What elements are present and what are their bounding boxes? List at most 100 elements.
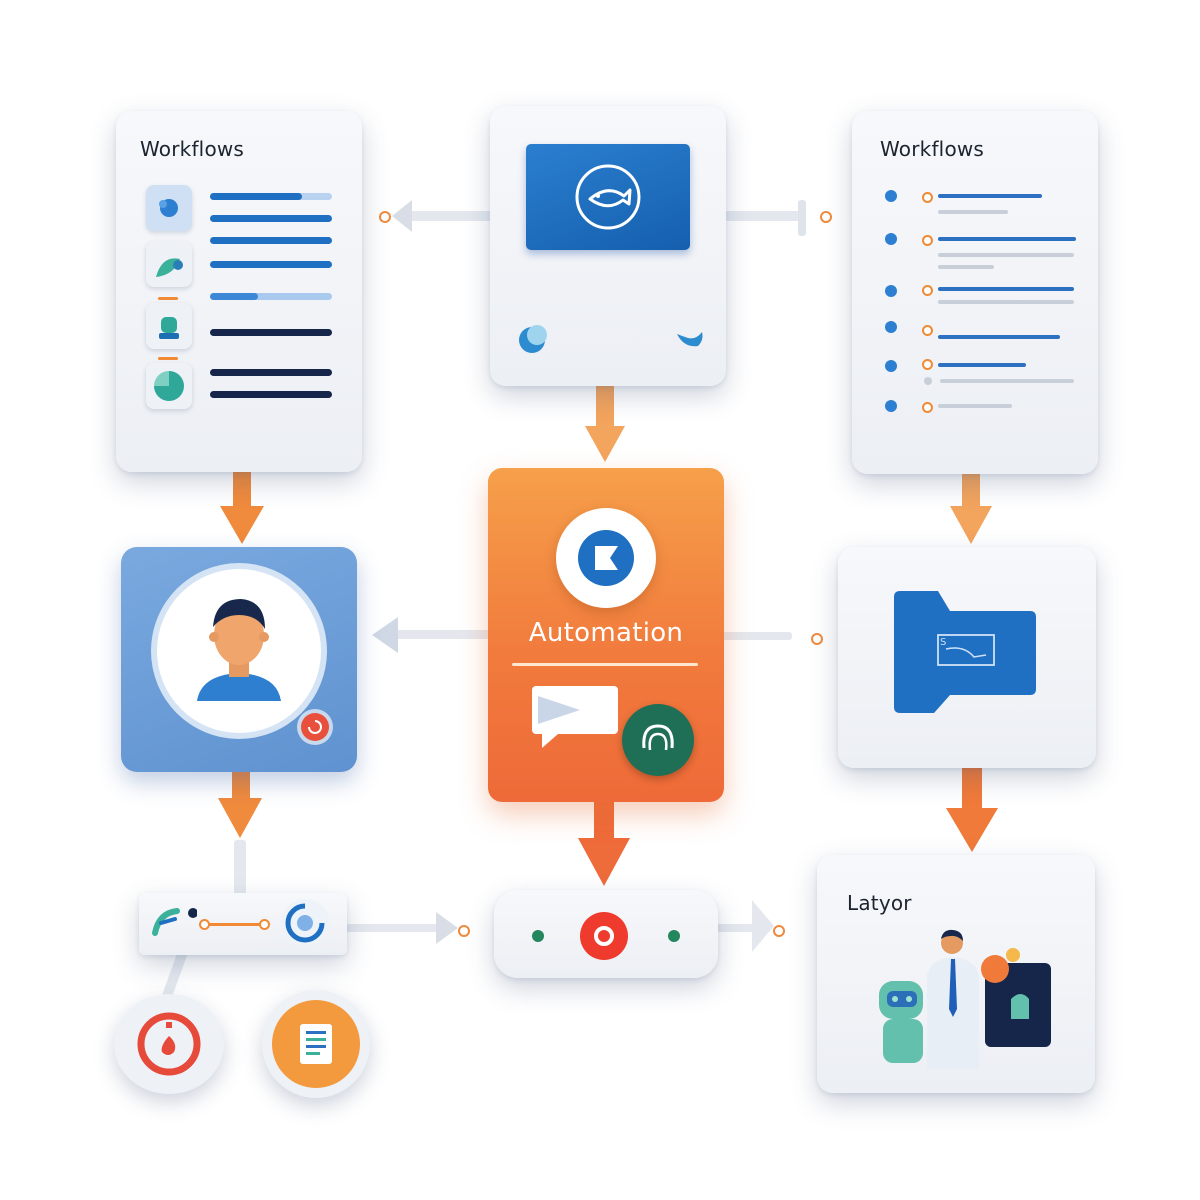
list-line — [938, 265, 994, 269]
list-bar — [210, 329, 332, 336]
slider-track[interactable] — [203, 923, 269, 926]
play-button[interactable] — [556, 508, 656, 608]
arrow-head-pill-right — [752, 900, 774, 952]
headset-button[interactable] — [622, 704, 694, 776]
list-bullet — [885, 400, 897, 412]
list-bar — [210, 293, 258, 300]
arrow-head-top-down — [585, 426, 625, 462]
avatar-ring — [157, 569, 321, 733]
folder-shape: S — [890, 589, 1038, 713]
tool-icon — [152, 908, 197, 936]
arrow-head-right-down — [950, 506, 992, 544]
list-line — [938, 300, 1074, 304]
connector-node — [811, 633, 823, 645]
list-line — [938, 404, 1012, 408]
connector-right-down — [962, 474, 980, 510]
plant-icon — [156, 258, 183, 277]
slider-handle[interactable] — [199, 919, 210, 930]
alert-circle[interactable] — [114, 994, 224, 1094]
timer-icon — [308, 720, 322, 734]
list-line — [938, 253, 1074, 257]
plant-thumbnail — [146, 241, 192, 287]
list-bullet — [885, 190, 897, 202]
tool-strip[interactable] — [139, 893, 347, 955]
list-line — [938, 194, 1042, 198]
connector-automation-down — [594, 800, 614, 844]
list-line — [938, 363, 1026, 367]
svg-text:S: S — [940, 637, 946, 648]
arrow-head-avatar-down — [218, 798, 262, 838]
workflows-card-left[interactable]: Workflows — [116, 111, 362, 472]
status-dot-right — [668, 930, 680, 942]
arrow-head-strip-right — [436, 912, 458, 944]
arrow-bar-top-right — [798, 200, 806, 236]
list-marker-grey — [924, 377, 932, 385]
list-line — [938, 237, 1076, 241]
arrow-head-automation-down — [578, 838, 630, 886]
card-title: Workflows — [140, 137, 245, 161]
list-line — [938, 287, 1074, 291]
list-bar — [210, 293, 332, 300]
list-bar — [210, 193, 302, 200]
list-bar — [210, 237, 332, 244]
list-bar — [210, 391, 332, 398]
title-underline — [512, 663, 698, 666]
folder-card[interactable]: S — [838, 547, 1096, 768]
folder-icon: S — [894, 591, 1036, 713]
moon-icon — [519, 325, 547, 353]
card-title: Latyor — [847, 891, 912, 915]
fish-thumbnail — [146, 185, 192, 231]
screen-panel — [526, 144, 690, 250]
list-bullet — [885, 321, 897, 333]
arrow-head-left-down — [220, 506, 264, 544]
card-title: Workflows — [880, 137, 985, 161]
connector-folder-down — [962, 768, 982, 812]
list-bar — [210, 261, 332, 268]
list-bullet — [885, 360, 897, 372]
connector-avatar-down — [232, 772, 250, 802]
automation-card[interactable]: Automation — [488, 468, 724, 802]
record-pill[interactable] — [494, 890, 718, 978]
chat-bubble-icon — [532, 686, 618, 748]
arrow-head-top-left — [392, 200, 412, 232]
list-line — [940, 379, 1074, 383]
gauge-button[interactable] — [281, 899, 329, 947]
list-marker — [922, 325, 933, 336]
flame-timer-icon — [137, 1012, 201, 1076]
notification-badge[interactable] — [301, 713, 329, 741]
record-button[interactable] — [580, 912, 628, 960]
connector-node — [820, 211, 832, 223]
connector-avatar-strip — [234, 840, 246, 896]
connector-node — [458, 925, 470, 937]
connector-strip-right — [346, 924, 446, 932]
document-icon — [300, 1024, 332, 1064]
connector-pill-right — [716, 924, 766, 932]
connector-node — [773, 925, 785, 937]
latyor-card[interactable]: Latyor — [817, 855, 1095, 1093]
connector-node — [379, 211, 391, 223]
list-marker — [922, 235, 933, 246]
user-profile-card[interactable] — [121, 547, 357, 772]
user-avatar-icon — [197, 599, 281, 701]
slider-handle[interactable] — [259, 919, 270, 930]
status-dot-left — [532, 930, 544, 942]
list-line — [938, 335, 1060, 339]
list-marker — [922, 285, 933, 296]
chart-thumbnail — [146, 357, 192, 409]
connector-automation-left — [392, 630, 490, 639]
document-circle[interactable] — [262, 990, 370, 1098]
list-bar — [210, 369, 332, 376]
workflows-card-right[interactable]: Workflows — [852, 111, 1098, 474]
play-icon — [578, 530, 634, 586]
list-bullet — [885, 233, 897, 245]
headset-icon — [642, 724, 674, 751]
robot-thumbnail — [146, 297, 192, 349]
arrow-head-folder-down — [946, 808, 998, 852]
top-center-card[interactable] — [490, 106, 726, 386]
arrow-head-automation-left — [372, 617, 398, 653]
automation-title: Automation — [528, 618, 684, 648]
connector-left-down — [233, 472, 251, 510]
connector-top-down — [596, 386, 614, 432]
person-illustration — [879, 929, 1051, 1069]
connector-top-left — [400, 211, 492, 221]
